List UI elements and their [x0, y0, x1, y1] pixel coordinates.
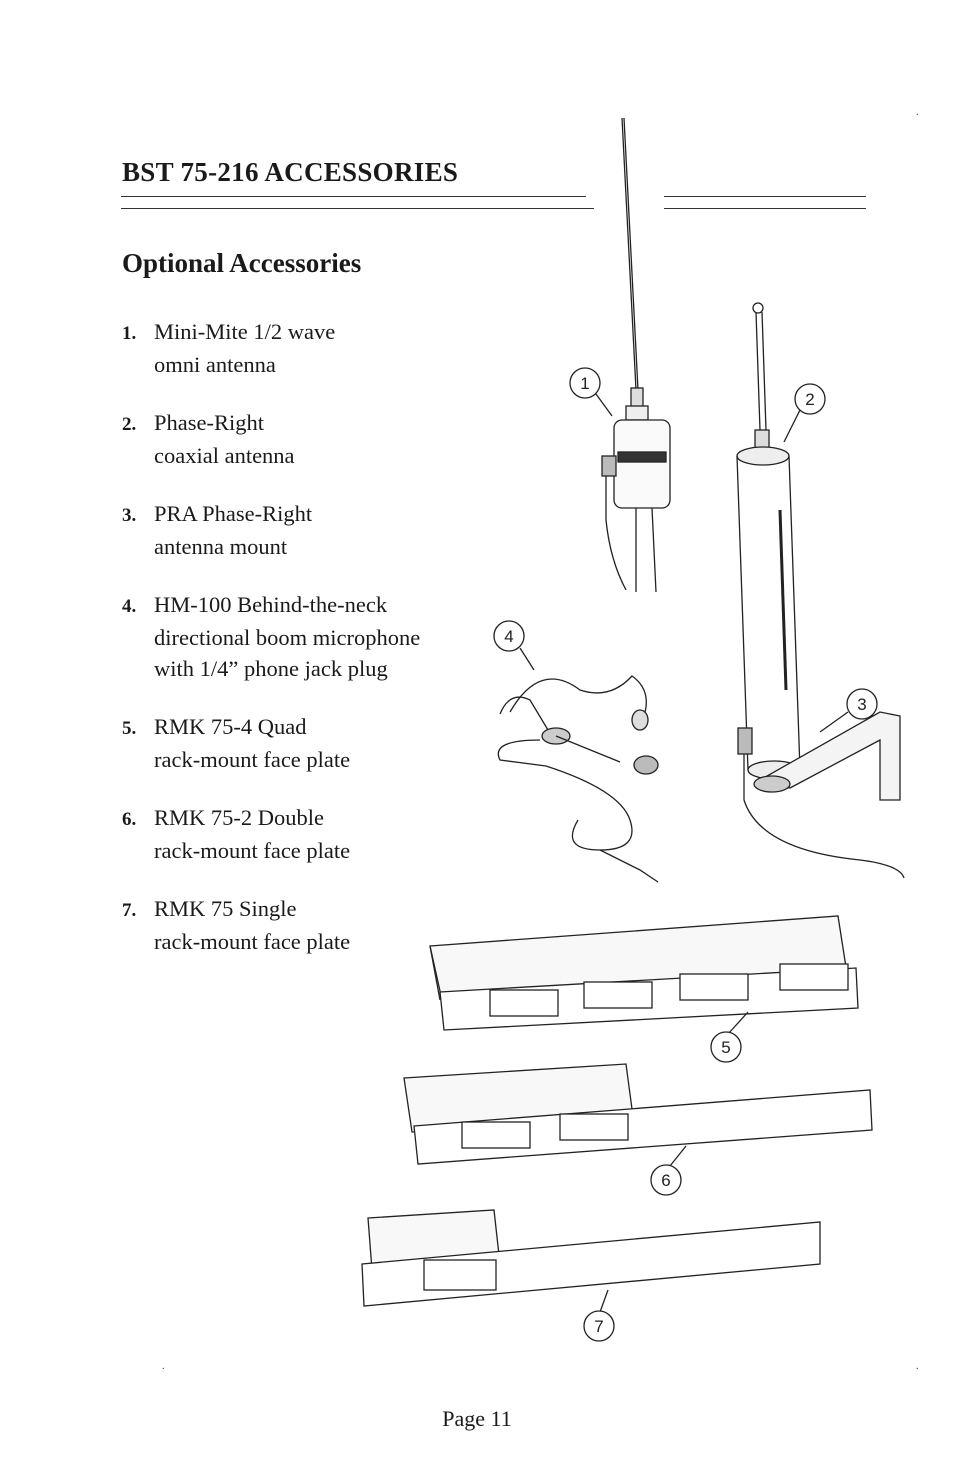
- item-line1: PRA Phase-Right: [154, 501, 313, 526]
- callout-number-5: 5: [721, 1038, 730, 1057]
- item-number: 3.: [122, 505, 137, 526]
- page-title: BST 75-216 ACCESSORIES: [122, 157, 459, 187]
- item-line2: directional boom microphone: [154, 625, 421, 650]
- item-line1: HM-100 Behind-the-neck: [154, 592, 388, 617]
- item-line2: rack-mount face plate: [154, 929, 351, 954]
- callout-circle-4: [493, 620, 525, 652]
- title-rule-bottom: [121, 208, 594, 209]
- callout-leaders: [519, 393, 849, 1313]
- item-line1: RMK 75-2 Double: [154, 805, 324, 830]
- item-line2: rack-mount face plate: [154, 747, 351, 772]
- callout-circle-1: [569, 367, 601, 399]
- list-item-5: 5. RMK 75-4 Quad rack-mount face plate: [122, 711, 350, 775]
- item-line2: omni antenna: [154, 352, 276, 377]
- callout-circle-3: [846, 688, 878, 720]
- title-rule-bottom-right: [664, 208, 866, 209]
- item-line1: Phase-Right: [154, 410, 264, 435]
- item-line2: antenna mount: [154, 534, 288, 559]
- item-line1: RMK 75 Single: [154, 896, 297, 921]
- title-rule-top-right: [664, 196, 866, 197]
- list-item-6: 6. RMK 75-2 Double rack-mount face plate: [122, 802, 350, 866]
- crop-mark: .: [916, 107, 919, 118]
- item-number: 1.: [122, 323, 137, 344]
- callout-circle-7: [583, 1310, 615, 1342]
- callout-number-4: 4: [504, 627, 513, 646]
- crop-mark: .: [162, 1361, 165, 1372]
- phase-right-antenna-drawing: [736, 302, 905, 879]
- callout-number-1: 1: [580, 374, 589, 393]
- page-number: Page 11: [442, 1406, 512, 1431]
- item-number: 7.: [122, 900, 137, 921]
- rack-single-drawing: [361, 1209, 821, 1307]
- callout-number-7: 7: [594, 1317, 603, 1336]
- callout-circle-6: [650, 1164, 682, 1196]
- antenna-mount-drawing: [753, 711, 901, 801]
- item-line2: coaxial antenna: [154, 443, 295, 468]
- list-item-2: 2. Phase-Right coaxial antenna: [122, 407, 295, 471]
- item-number: 6.: [122, 809, 137, 830]
- rack-double-drawing: [403, 1063, 873, 1165]
- item-number: 5.: [122, 718, 137, 739]
- list-item-7: 7. RMK 75 Single rack-mount face plate: [122, 893, 350, 957]
- item-line2: rack-mount face plate: [154, 838, 351, 863]
- item-line1: RMK 75-4 Quad: [154, 714, 307, 739]
- list-item-1: 1. Mini-Mite 1/2 wave omni antenna: [122, 316, 335, 380]
- list-item-3: 3. PRA Phase-Right antenna mount: [122, 498, 312, 562]
- item-line3: with 1/4” phone jack plug: [154, 656, 388, 681]
- item-line1: Mini-Mite 1/2 wave: [154, 319, 336, 344]
- headset-microphone-drawing: [497, 675, 659, 883]
- item-number: 2.: [122, 414, 137, 435]
- rack-quad-drawing: [429, 915, 859, 1031]
- callout-circle-5: [710, 1031, 742, 1063]
- callout-number-3: 3: [857, 695, 866, 714]
- list-item-4: 4. HM-100 Behind-the-neck directional boo…: [122, 589, 420, 684]
- crop-mark: .: [916, 1361, 919, 1372]
- title-rule-top: [121, 196, 586, 197]
- callout-number-2: 2: [805, 390, 814, 409]
- mini-mite-antenna-drawing: [601, 117, 671, 593]
- item-number: 4.: [122, 596, 137, 617]
- section-subtitle: Optional Accessories: [122, 248, 362, 278]
- callout-circle-2: [794, 383, 826, 415]
- callout-number-6: 6: [661, 1171, 670, 1190]
